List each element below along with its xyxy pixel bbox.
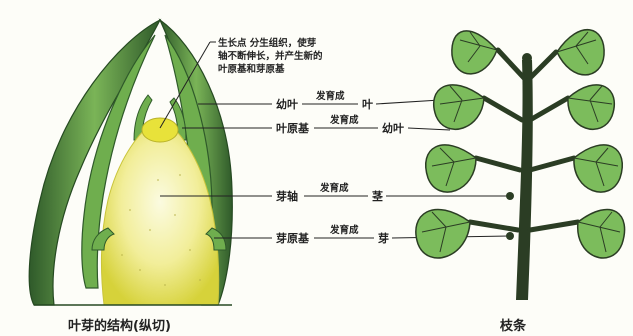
arrow-text-3: 发育成 — [319, 182, 349, 194]
result-bud: 芽 — [378, 231, 389, 245]
leaf-4-left — [416, 209, 470, 257]
arrow-text-2: 发育成 — [329, 114, 359, 126]
leaf-3-left — [426, 145, 476, 192]
branch — [416, 30, 625, 300]
bud-section — [29, 20, 232, 305]
label-young-leaf: 幼叶 — [276, 97, 298, 111]
leaf-2-right — [568, 85, 614, 129]
annotation-line-1: 生长点 分生组织，使芽 — [218, 37, 317, 49]
growth-point-annotation: 生长点 分生组织，使芽 轴不断伸长，并产生新的 叶原基和芽原基 — [218, 37, 323, 75]
label-bud-primordium: 芽原基 — [276, 231, 310, 245]
label-leaf-primordium: 叶原基 — [276, 121, 310, 135]
leaf-top-left — [452, 31, 497, 74]
develop-relations: 幼叶 发育成 叶 叶原基 发育成 幼叶 芽轴 发育成 茎 芽原基 发育成 芽 — [276, 90, 404, 245]
growth-point — [142, 118, 178, 142]
leaf-2-left — [434, 85, 484, 129]
caption-right: 枝条 — [499, 318, 527, 334]
result-stem: 茎 — [372, 189, 383, 203]
result-young-leaf: 幼叶 — [382, 121, 404, 135]
arrow-text-1: 发育成 — [315, 90, 345, 102]
annotation-line-2: 轴不断伸长，并产生新的 — [218, 50, 323, 62]
branch-stem — [516, 60, 533, 300]
caption-left: 叶芽的结构(纵切) — [68, 318, 171, 334]
arrow-text-4: 发育成 — [329, 224, 359, 236]
annotation-line-3: 叶原基和芽原基 — [218, 63, 285, 75]
result-leaf: 叶 — [362, 97, 373, 111]
label-bud-axis: 芽轴 — [276, 189, 298, 203]
